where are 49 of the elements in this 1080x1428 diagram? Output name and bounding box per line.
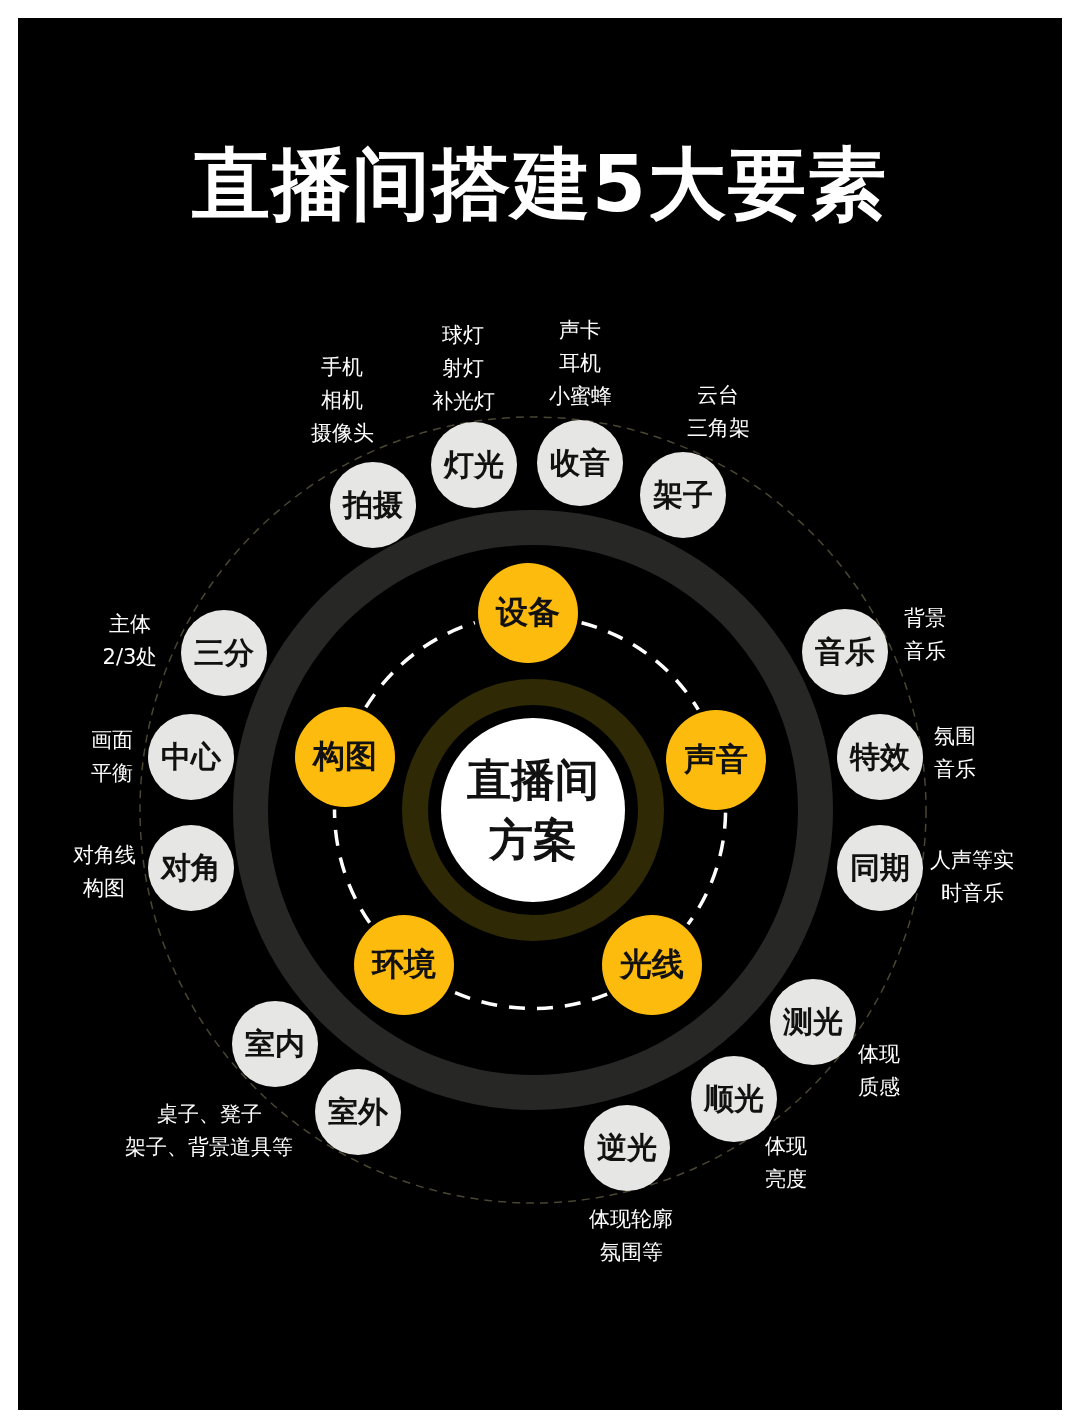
annotation-text: 主体2/3处 (101, 611, 159, 671)
node-label: 灯光 (444, 445, 504, 484)
circle-node (232, 1001, 318, 1087)
annotation-text: 射灯 (441, 354, 485, 382)
node-label: 对角 (161, 848, 221, 887)
node-label: 逆光 (597, 1128, 657, 1167)
annotation-text: 耳机 (558, 349, 602, 377)
connector-arc (581, 621, 700, 711)
annotation-text: 画面平衡 (90, 727, 134, 787)
node-label: 环境 (372, 944, 436, 985)
node-label: 顺光 (704, 1079, 764, 1118)
node-label: 拍摄 (343, 485, 403, 524)
annotation-text: 体现亮度 (764, 1133, 808, 1193)
annotation-text: 补光灯 (431, 387, 495, 415)
annotation-text: 架子、背景道具等 (125, 1134, 293, 1161)
annotation-text: 摄像头 (310, 419, 374, 447)
annotation-text: 氛围音乐 (933, 723, 977, 783)
node-label: 同期 (850, 848, 910, 887)
node-label: 构图 (313, 736, 377, 777)
annotation-text: 云台 (696, 382, 740, 409)
annotation-text: 手机 (320, 353, 364, 381)
annotation-text: 体现轮廓氛围等 (588, 1206, 674, 1266)
annotation-text: 背景音乐 (903, 605, 947, 665)
annotation-text: 对角线构图 (71, 842, 137, 902)
connector-arc (686, 812, 728, 926)
annotation-text: 小蜜蜂 (548, 382, 612, 410)
node-label: 三分 (194, 633, 254, 672)
node-label: 室内 (245, 1024, 305, 1063)
annotation-text: 三角架 (686, 415, 750, 442)
annotation-text: 人声等实时音乐 (929, 847, 1015, 907)
title: 直播间搭建5大要素 (190, 138, 890, 231)
node-label: 设备 (496, 592, 560, 633)
annotation-text: 体现质感 (857, 1041, 901, 1101)
connector-arc (364, 620, 476, 709)
node-label: 光线 (620, 944, 684, 985)
node-label: 测光 (783, 1002, 843, 1041)
annotation-text: 声卡 (558, 316, 602, 344)
node-label: 声音 (684, 739, 748, 780)
annotation-text: 相机 (320, 386, 364, 414)
connector-arc (332, 809, 372, 924)
annotation-text: 桌子、凳子 (155, 1101, 263, 1128)
node-label: 中心 (161, 737, 221, 776)
node-label: 收音 (550, 443, 610, 482)
node-label: 特效 (850, 737, 910, 776)
node-label: 架子 (653, 475, 713, 514)
node-label: 直播间方案 (466, 753, 600, 867)
node-label: 音乐 (815, 632, 875, 671)
annotation-text: 球灯 (441, 321, 485, 349)
node-label: 室外 (328, 1092, 388, 1131)
